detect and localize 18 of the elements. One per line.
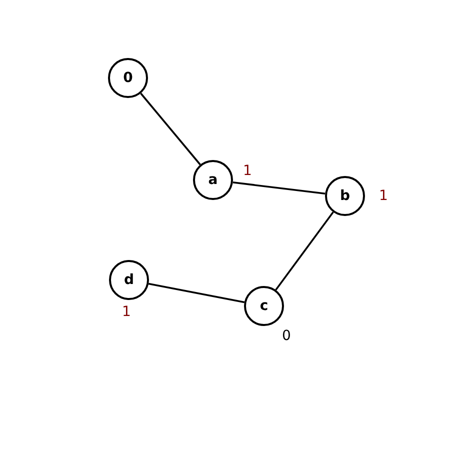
graph-node-circle (108, 58, 148, 98)
node-label: 0 (123, 70, 133, 86)
connector-line (140, 92, 201, 166)
node-label: c (260, 298, 268, 314)
node-value: 0 (282, 328, 291, 344)
graph-node-circle (193, 160, 233, 200)
graph-node-circle (109, 260, 149, 300)
connector-line (275, 212, 334, 290)
node-value: 1 (379, 188, 388, 204)
node-value: 1 (122, 304, 131, 320)
graph-node-circle (244, 286, 284, 326)
connector-line (148, 282, 245, 304)
node-label: d (124, 272, 134, 288)
node-value: 1 (243, 163, 252, 179)
node-label: b (340, 188, 350, 204)
connector-line (232, 182, 326, 194)
graph-node-circle (325, 176, 365, 216)
node-label: a (208, 172, 218, 188)
